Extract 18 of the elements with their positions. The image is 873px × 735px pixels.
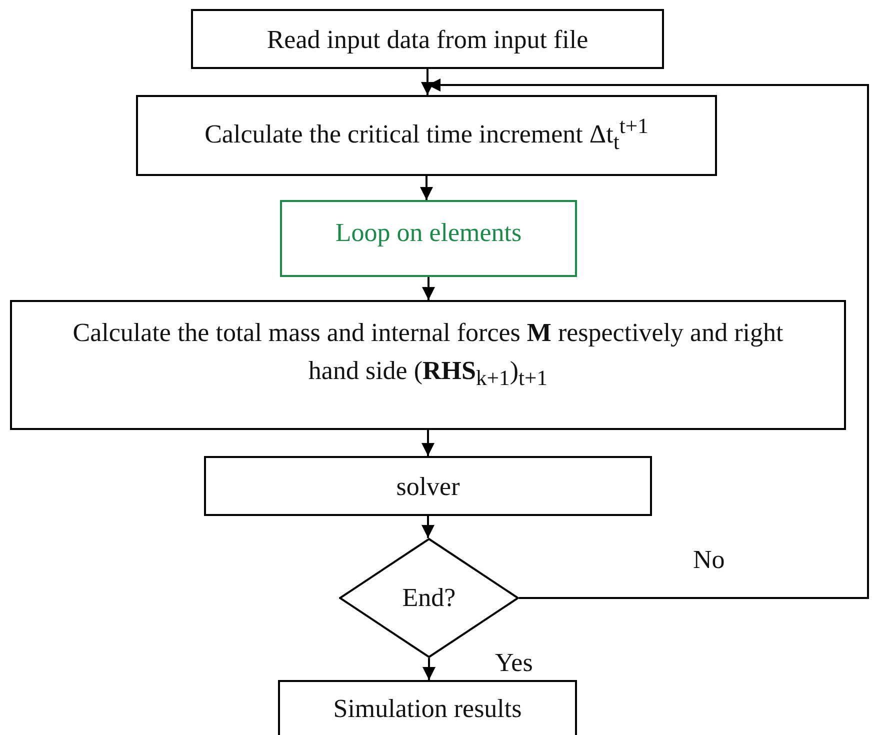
step-text: Loop on elements [335,217,522,249]
process-box [278,680,577,735]
process-box [191,9,664,69]
arrow [422,430,434,456]
step-text: Simulation results [333,693,522,725]
arrow [422,277,435,300]
loop-box [280,200,577,277]
process-box [204,456,652,516]
arrow [422,658,436,680]
process-box [136,95,717,176]
arrow [422,516,434,538]
step-text: Calculate the total mass and internal forces M respectively and right hand side (RHS$_{k+1}$)$_{t+1}$ [72,317,784,392]
arrow [420,176,433,200]
step-text: Read input data from input file [266,24,588,56]
step-text: End? [402,582,456,614]
process-box [10,300,846,430]
step-text: solver [396,471,460,503]
arrow [421,69,434,95]
